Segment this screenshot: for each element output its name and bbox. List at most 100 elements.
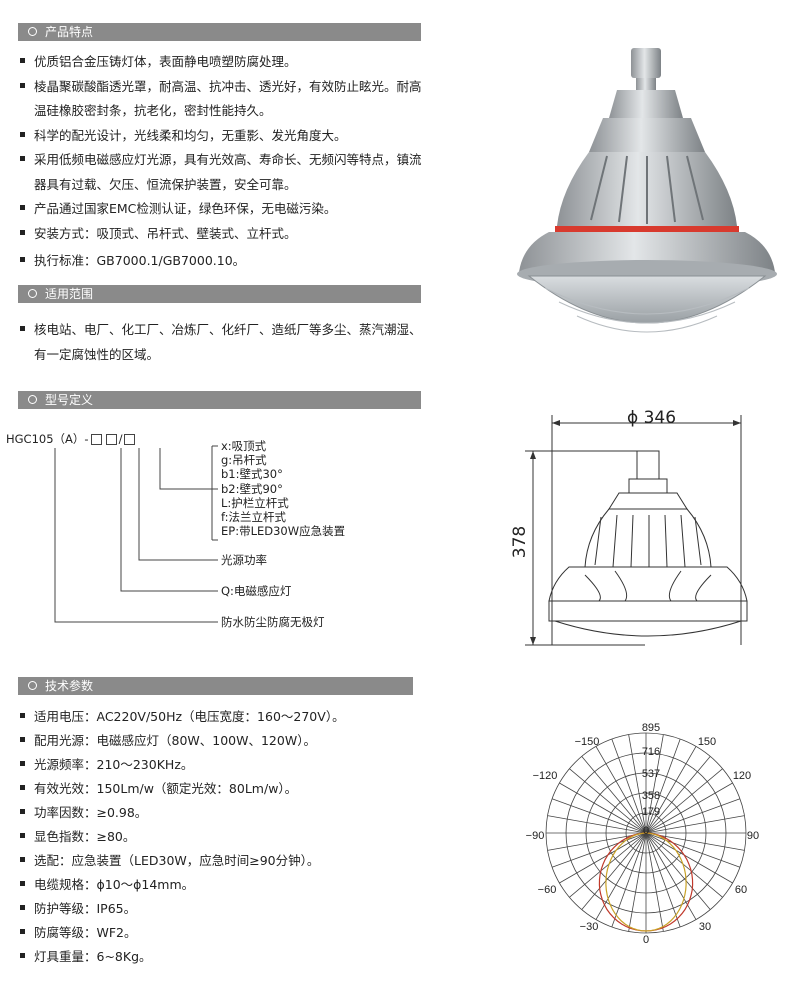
polar-grid-spoke (547, 832, 647, 851)
circle-bullet-icon (28, 395, 37, 404)
list-item: 安装方式：吸顶式、吊杆式、壁装式、立杆式。 (18, 222, 423, 247)
list-item: 产品通过国家EMC检测认证，绿色环保，无电磁污染。 (18, 197, 423, 222)
series-label: 防水防尘防腐无极灯 (221, 615, 325, 629)
polar-grid-spoke (645, 738, 681, 834)
install-option: b2:壁式90° (221, 481, 283, 496)
angle-label: −30 (580, 921, 599, 933)
radial-label: 0 (643, 825, 649, 837)
angle-label: 0 (643, 934, 649, 945)
circle-bullet-icon (28, 289, 37, 298)
polar-grid-spoke (559, 782, 647, 834)
list-item: 适用电压：AC220V/50Hz（电压宽度：160～270V）。 (18, 705, 438, 729)
angle-label: 30 (699, 921, 711, 933)
polar-grid-spoke (569, 832, 647, 898)
polar-grid-spoke (611, 738, 647, 834)
polar-grid-spoke (645, 782, 733, 834)
section-title: 产品特点 (45, 25, 94, 39)
angle-label: 90 (747, 830, 759, 842)
radial-label: 716 (642, 746, 660, 758)
radial-label: 537 (642, 768, 660, 780)
placeholder-box (124, 434, 136, 445)
list-item: 棱晶聚碳酸酯透光罩，耐高温、抗冲击、透光好，有效防止眩光。耐高温硅橡胶密封条，抗… (18, 75, 423, 124)
features-list: 优质铝合金压铸灯体，表面静电喷塑防腐处理。 棱晶聚碳酸酯透光罩，耐高温、抗冲击、… (18, 50, 423, 274)
polar-grid-spoke (547, 815, 647, 834)
polar-grid-spoke (645, 832, 681, 928)
height-dimension-label: 378 (510, 525, 531, 559)
polar-grid-spoke (611, 832, 647, 928)
polar-grid-spoke (551, 832, 647, 868)
model-slash: / (118, 432, 123, 446)
red-band (555, 226, 739, 232)
section-header-features: 产品特点 (18, 23, 421, 41)
list-item: 选配：应急装置（LED30W，应急时间≥90分钟）。 (18, 849, 438, 873)
model-code: HGC105（A）- / (6, 431, 137, 447)
polar-grid-spoke (645, 798, 741, 834)
placeholder-box (105, 434, 117, 445)
distribution-curve-b (605, 832, 687, 932)
dimension-drawing (525, 415, 748, 646)
polar-grid-spoke (645, 832, 733, 884)
polar-grid-spoke (551, 798, 647, 834)
list-item: 防腐等级：WF2。 (18, 921, 438, 945)
section-title: 技术参数 (45, 679, 94, 693)
list-item: 电缆规格：ϕ10～ϕ14mm。 (18, 873, 438, 897)
install-option: b1:壁式30° (221, 467, 283, 482)
placeholder-box (90, 434, 102, 445)
list-item: 优质铝合金压铸灯体，表面静电喷塑防腐处理。 (18, 50, 423, 75)
section-title: 适用范围 (45, 287, 94, 301)
angle-label: 150 (698, 736, 716, 748)
section-header-tech: 技术参数 (18, 677, 413, 695)
polar-grid-spoke (628, 832, 647, 932)
section-header-model: 型号定义 (18, 391, 421, 409)
list-item: 光源频率：210～230KHz。 (18, 753, 438, 777)
list-item: 核电站、电厂、化工厂、冶炼厂、化纤厂、造纸厂等多尘、蒸汽潮湿、有一定腐蚀性的区域… (18, 318, 423, 367)
polar-grid-spoke (559, 832, 647, 884)
polar-grid-spoke (645, 734, 664, 834)
list-item: 功率因数：≥0.98。 (18, 801, 438, 825)
width-dimension-label: ϕ 346 (627, 408, 677, 428)
angle-label: −60 (538, 884, 557, 896)
polar-grid-spoke (645, 756, 711, 834)
section-title: 型号定义 (45, 393, 94, 407)
model-connector-lines (54, 445, 218, 623)
list-item: 灯具重量：6~8Kg。 (18, 945, 438, 969)
list-item: 显色指数：≥80。 (18, 825, 438, 849)
polar-grid-spoke (595, 746, 647, 834)
lamp-label: Q:电磁感应灯 (221, 584, 292, 598)
circle-bullet-icon (28, 681, 37, 690)
list-item: 有效光效：150Lm/w（额定光效：80Lm/w）。 (18, 777, 438, 801)
install-options: x:吸顶式 g:吊杆式 b1:壁式30° b2:壁式90° L:护栏立杆式 f:… (221, 439, 345, 538)
list-item: 配用光源：电磁感应灯（80W、100W、120W）。 (18, 729, 438, 753)
angle-label: 120 (733, 770, 751, 782)
polar-grid-spoke (645, 768, 723, 834)
polar-grid-spoke (645, 832, 723, 898)
angle-label: −150 (575, 736, 600, 748)
power-label: 光源功率 (221, 553, 267, 567)
circle-bullet-icon (28, 27, 37, 36)
install-option: L:护栏立杆式 (221, 495, 289, 510)
angle-label: −90 (526, 830, 545, 842)
section-header-scope: 适用范围 (18, 285, 421, 303)
polar-grid-spoke (645, 832, 711, 910)
scope-list: 核电站、电厂、化工厂、冶炼厂、化纤厂、造纸厂等多尘、蒸汽潮湿、有一定腐蚀性的区域… (18, 318, 423, 367)
product-photo (517, 48, 777, 333)
install-option: x:吸顶式 (221, 439, 267, 453)
radial-label: 358 (642, 790, 660, 802)
model-code-text: HGC105（A）- (6, 432, 89, 446)
polar-grid-spoke (645, 746, 697, 834)
tech-list: 适用电压：AC220V/50Hz（电压宽度：160～270V）。 配用光源：电磁… (18, 705, 438, 969)
polar-grid-spoke (645, 832, 741, 868)
polar-grid-spoke (645, 832, 745, 851)
list-item: 执行标准：GB7000.1/GB7000.10。 (18, 249, 423, 274)
polar-grid-spoke (645, 815, 745, 834)
polar-grid-spoke (581, 832, 647, 910)
install-option: g:吊杆式 (221, 453, 267, 468)
polar-grid-spoke (581, 756, 647, 834)
radial-label: 179 (642, 806, 660, 818)
angle-label: 60 (735, 884, 747, 896)
polar-grid-spoke (628, 734, 647, 834)
polar-grid-spoke (569, 768, 647, 834)
radial-label: 895 (642, 722, 660, 734)
angle-label: −120 (533, 770, 558, 782)
polar-grid-spoke (645, 832, 664, 932)
